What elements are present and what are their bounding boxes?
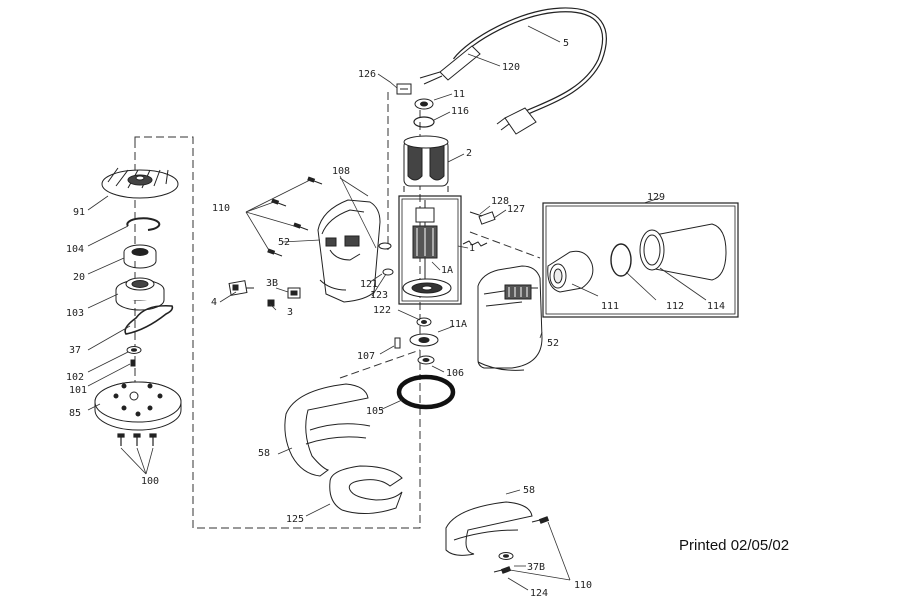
label-106: 106	[446, 368, 464, 379]
brush-3B	[287, 287, 301, 299]
label-58-left: 58	[258, 448, 270, 459]
printed-date: Printed 02/05/02	[679, 537, 790, 554]
label-102: 102	[66, 372, 84, 383]
label-2: 2	[466, 148, 472, 159]
connector-126	[396, 83, 412, 95]
label-110-lower: 110	[574, 580, 592, 591]
washer-106	[417, 355, 435, 365]
label-1: 1	[469, 243, 475, 254]
canister-box	[542, 202, 739, 318]
o-ring-116	[413, 116, 435, 128]
adapter-111	[547, 250, 594, 293]
label-58-right: 58	[523, 485, 535, 496]
washer-121-123	[378, 242, 394, 276]
counterweight-103	[115, 277, 165, 311]
seal-112	[610, 243, 632, 277]
bearing-11	[414, 98, 434, 110]
fan-1A	[402, 278, 452, 298]
plug	[496, 107, 537, 135]
screws-100	[117, 433, 157, 446]
armature-box	[398, 195, 462, 305]
washer-102	[126, 346, 142, 354]
label-1A: 1A	[441, 265, 453, 276]
power-cord	[419, 7, 607, 115]
label-111: 111	[601, 301, 619, 312]
label-123: 123	[370, 290, 388, 301]
sanding-pad-85	[94, 381, 182, 431]
label-11A: 11A	[449, 319, 467, 330]
label-91: 91	[73, 207, 85, 218]
retaining-ring-104	[126, 217, 161, 231]
leader-lines	[87, 25, 707, 591]
label-107: 107	[357, 351, 375, 362]
label-126: 126	[358, 69, 376, 80]
label-128: 128	[491, 196, 509, 207]
label-108: 108	[332, 166, 350, 177]
label-103: 103	[66, 308, 84, 319]
canister-114	[639, 223, 727, 281]
label-127: 127	[507, 204, 525, 215]
field-coil-2	[403, 135, 449, 192]
part-labels: 5 120 126 11 116 2 128 127 1 1A 129 108 …	[66, 38, 725, 598]
screws-110-upper	[267, 176, 323, 257]
label-105: 105	[366, 406, 384, 417]
label-110-upper: 110	[212, 203, 230, 214]
washer-122	[416, 317, 432, 327]
label-122: 122	[373, 305, 391, 316]
label-129: 129	[647, 192, 665, 203]
label-101: 101	[69, 385, 87, 396]
label-3: 3	[287, 307, 293, 318]
belt-37	[124, 304, 174, 335]
guard-58-left	[284, 383, 371, 477]
label-5: 5	[563, 38, 569, 49]
guard-58-right	[445, 501, 533, 560]
label-112: 112	[666, 301, 684, 312]
label-121: 121	[360, 279, 378, 290]
label-3B: 3B	[266, 278, 278, 289]
label-120: 120	[502, 62, 520, 73]
label-114: 114	[707, 301, 725, 312]
main-housing	[477, 265, 543, 371]
label-85: 85	[69, 408, 81, 419]
label-11: 11	[453, 89, 465, 100]
label-37: 37	[69, 345, 81, 356]
label-52-left: 52	[278, 237, 290, 248]
label-125: 125	[286, 514, 304, 525]
switch-4	[228, 280, 254, 296]
label-100: 100	[141, 476, 159, 487]
bearing-11A	[409, 333, 439, 347]
screws-110-lower	[493, 516, 550, 574]
seal-ring-105	[396, 374, 456, 410]
cap-3	[267, 299, 275, 307]
label-104: 104	[66, 244, 84, 255]
label-116: 116	[451, 106, 469, 117]
spring-127	[462, 240, 488, 247]
label-4: 4	[211, 297, 217, 308]
brush-holder-128	[469, 211, 496, 225]
screw-101	[130, 359, 136, 367]
label-37B: 37B	[527, 562, 545, 573]
label-124: 124	[530, 588, 548, 598]
armature-1	[412, 200, 438, 282]
pin-107	[394, 337, 401, 349]
label-20: 20	[73, 272, 85, 283]
bearing-20	[123, 244, 157, 269]
cover-125	[329, 465, 403, 514]
label-52-right: 52	[547, 338, 559, 349]
fan-91	[101, 167, 179, 199]
